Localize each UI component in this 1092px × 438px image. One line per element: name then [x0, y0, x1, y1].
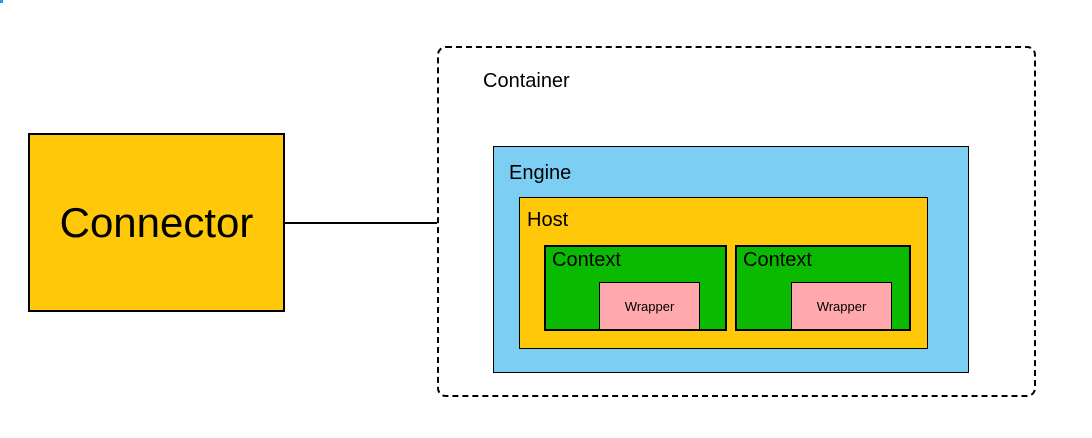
engine-label: Engine — [509, 162, 572, 184]
connector-label: Connector — [59, 198, 254, 246]
connector-box: Connector — [28, 133, 285, 312]
context-label: Context — [552, 249, 621, 271]
host-box: Host Context Wrapper Context Wrapper — [519, 197, 928, 349]
container-label: Container — [483, 70, 570, 92]
engine-box: Engine Host Context Wrapper Context Wrap… — [493, 146, 969, 373]
connector-container-link-line — [285, 222, 437, 224]
host-label: Host — [527, 209, 569, 231]
wrapper-label: Wrapper — [624, 298, 675, 314]
container-box: Container Engine Host Context Wrapper Co… — [437, 46, 1036, 397]
context-label: Context — [743, 249, 812, 271]
corner-artifact — [0, 0, 3, 3]
context-box-2: Context Wrapper — [735, 245, 911, 331]
context-box-1: Context Wrapper — [544, 245, 727, 331]
wrapper-box-2: Wrapper — [791, 282, 892, 330]
wrapper-box-1: Wrapper — [599, 282, 700, 330]
wrapper-label: Wrapper — [816, 298, 867, 314]
